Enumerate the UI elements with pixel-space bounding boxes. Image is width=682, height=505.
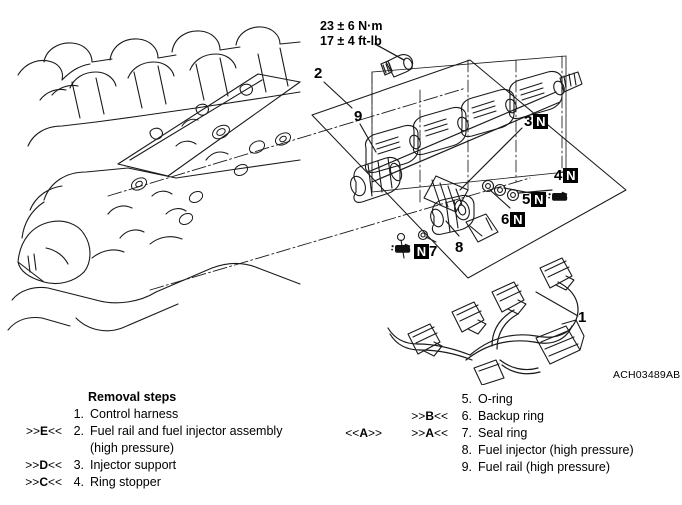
callout-9: 9 [354,107,362,124]
rail-cup-3 [460,88,517,138]
backup-ring-part [493,183,507,197]
step-mark-install: <<A>> [345,426,382,440]
list-item: >>E<< 2. Fuel rail and fuel injector ass… [0,423,340,440]
fuel-injector-part [430,194,499,243]
fuel-rail-part [350,70,583,203]
step-label: Backup ring [478,409,545,423]
step-label: O-ring [478,392,513,406]
grease-icon [548,190,570,204]
step-index: 3. [73,458,84,472]
leader-lines [323,81,579,317]
seal-ring-part-lower [417,229,429,241]
step-mark-removal: >>B<< [411,409,448,423]
step-index: 7. [461,426,472,440]
callout-2: 2 [314,64,322,81]
list-item: 5. O-ring [320,391,682,408]
step-index: 6. [461,409,472,423]
list-item: 1. Control harness [0,406,340,423]
harness-main-connector [535,319,585,365]
drawing-id: ACH03489AB [613,369,681,381]
callout-9-number: 9 [354,108,363,125]
torque-marker-icon: N [563,168,579,183]
rail-cup-2 [412,106,469,156]
injector-support-part [423,175,469,213]
step-mark: >>C<< [25,475,62,489]
callout-3-number: 3 [524,113,533,130]
callout-2-number: 2 [314,65,323,82]
list-item: 9. Fuel rail (high pressure) [320,459,682,476]
seal-ring-part-upper [481,179,495,193]
list-item: >>B<< 6. Backup ring [320,408,682,425]
leader-torque [374,43,405,61]
step-mark: >>E<< [25,424,62,438]
harness-connector-4 [407,323,443,357]
step-index: 9. [461,460,472,474]
torque-marker-icon: N [531,192,547,207]
control-harness-part [387,257,585,385]
step-label: Ring stopper [90,475,161,489]
torque-marker-icon: N [414,244,429,259]
torque-marker-icon: N [533,114,549,129]
torque-spec-imperial: 17 ± 4 ft-lb [320,34,382,48]
removal-steps-column-right: 5. O-ring >>B<< 6. Backup ring <<A>> >>A… [320,391,682,476]
callout-8-number: 8 [455,239,464,256]
step-index: 5. [461,392,472,406]
list-item: >>D<< 3. Injector support [0,457,340,474]
list-item: 8. Fuel injector (high pressure) [320,442,682,459]
harness-connector-2 [491,281,527,315]
figure-svg [7,26,627,385]
o-ring-part [506,188,520,202]
callout-4-number: 4 [554,167,563,184]
list-item: >>C<< 4. Ring stopper [0,474,340,491]
callout-7-number: 7 [429,243,438,260]
removal-steps-title: Removal steps [88,390,177,404]
rail-end-fitting [559,71,583,93]
callout-5-number: 5 [522,191,531,208]
callout-1: 1 [578,308,586,325]
rail-cup-4 [508,70,565,120]
torque-marker-icon: N [510,212,526,227]
step-label: Control harness [90,407,179,421]
harness-connector-1 [539,257,575,291]
step-mark-removal: >>A<< [411,426,448,440]
callout-1-number: 1 [578,309,587,326]
step-mark: >>D<< [25,458,62,472]
detail-panel-frame [311,59,627,279]
step-index: 8. [461,443,472,457]
step-label: (high pressure) [90,441,175,455]
list-item: <<A>> >>A<< 7. Seal ring [320,425,682,442]
grease-icon [391,242,413,256]
callout-8: 8 [455,238,463,255]
step-index: 1. [73,407,84,421]
torque-spec-metric: 23 ± 6 N·m [320,19,383,33]
step-label: Seal ring [478,426,528,440]
harness-connector-3 [451,301,487,335]
removal-steps-list: Removal steps 1. Control harness >>E<< 2… [0,386,682,505]
step-label: Fuel injector (high pressure) [478,443,634,457]
torque-bolt-part [380,54,414,78]
removal-steps-column-left: 1. Control harness >>E<< 2. Fuel rail an… [0,406,340,491]
step-index: 2. [73,424,84,438]
harness-connector-5 [473,359,505,385]
engine-line-art [7,26,301,332]
step-label: Fuel rail and fuel injector assembly [90,424,283,438]
callout-6-number: 6 [501,211,510,228]
step-label: Fuel rail (high pressure) [478,460,610,474]
rail-inlet-boss [350,156,403,203]
torque-spec: 23 ± 6 N·m 17 ± 4 ft-lb [320,19,382,49]
step-index: 4. [73,475,84,489]
projection-lines [107,87,531,291]
step-label: Injector support [90,458,177,472]
list-item-continuation: (high pressure) [0,440,340,457]
